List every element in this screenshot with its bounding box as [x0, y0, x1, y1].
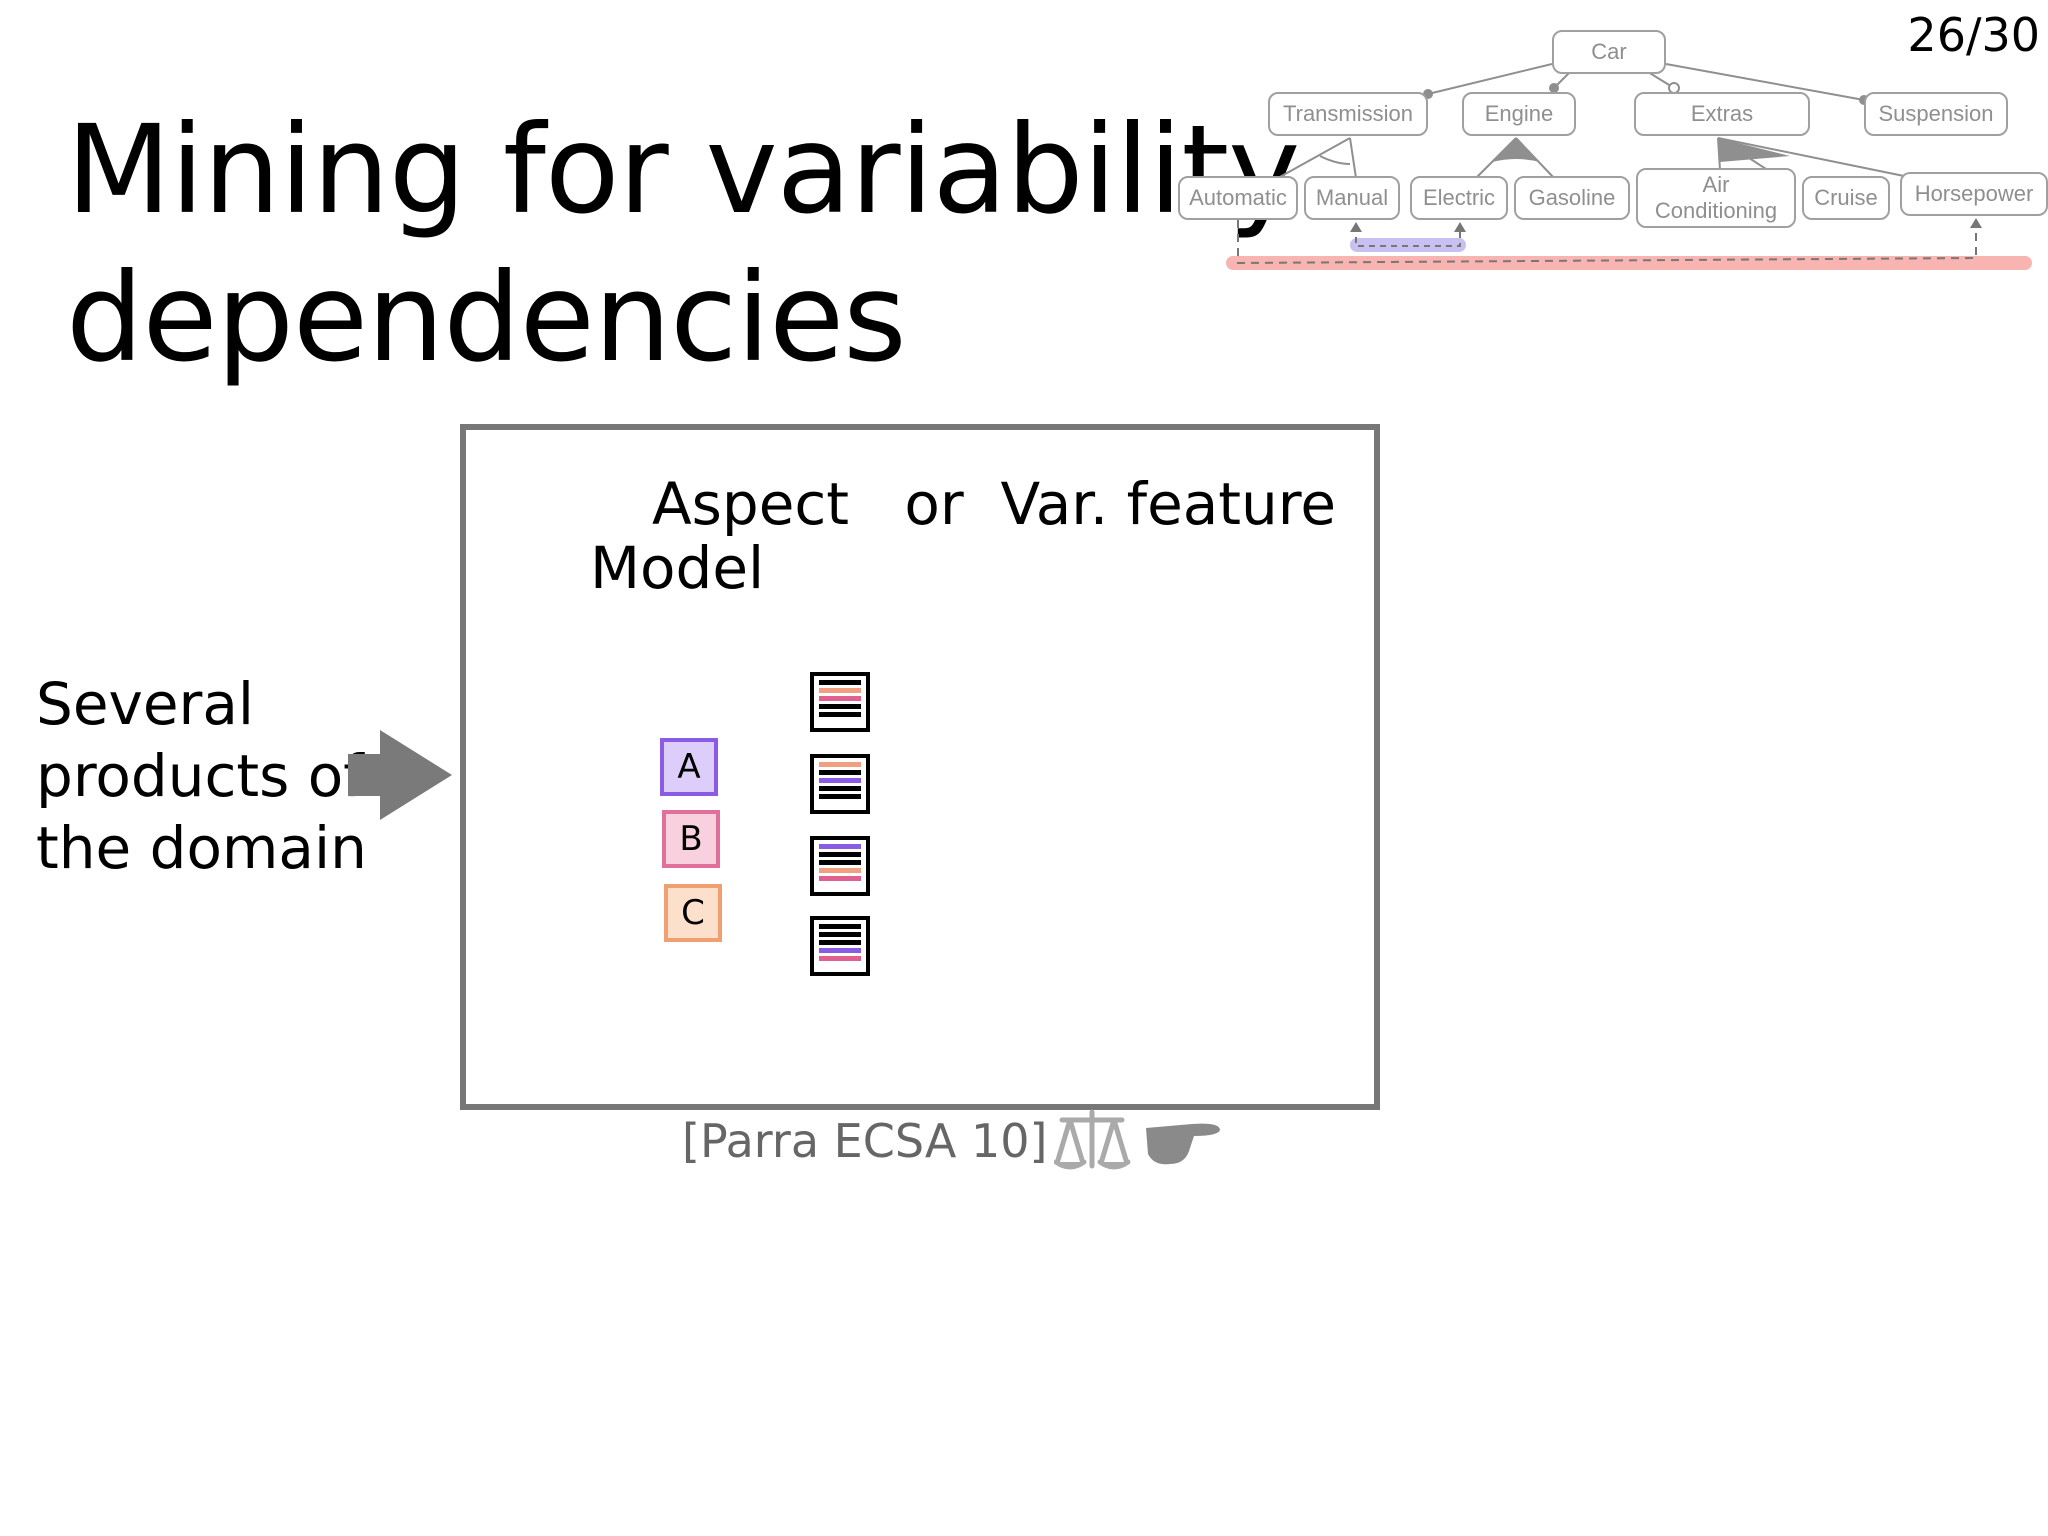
document-3-stripe-4	[819, 868, 861, 873]
excludes-constraint-line	[1237, 220, 1977, 265]
fm-node-horsepower: Horsepower	[1900, 172, 2048, 216]
document-1-stripe-3	[819, 696, 861, 701]
footer-icons	[1054, 1109, 1220, 1170]
slide-title: Mining for variability dependencies	[66, 96, 1300, 392]
requires-arrowhead-left	[1350, 222, 1362, 232]
mining-frame	[460, 424, 1380, 1110]
document-4-stripe-1	[819, 924, 861, 929]
alternative-arc	[1319, 155, 1351, 165]
edge-extras-horsepower	[1717, 137, 1905, 177]
document-4-stripe-4	[819, 948, 861, 953]
right-arrow-icon	[348, 730, 452, 820]
excludes-arrowhead	[1970, 218, 1982, 228]
side-caption-line-2: products of	[36, 742, 364, 810]
product-b: B	[662, 810, 720, 868]
document-4-stripe-5	[819, 956, 861, 961]
fm-node-electric: Electric	[1410, 176, 1508, 220]
edge-transmission-manual	[1349, 137, 1357, 179]
product-a-label: A	[677, 747, 701, 787]
title-line-2: dependencies	[66, 247, 907, 389]
fm-node-engine: Engine	[1462, 92, 1576, 136]
or-group-extras	[1718, 138, 1790, 162]
fm-node-cruise: Cruise	[1802, 176, 1890, 220]
edge-car-suspension	[1665, 63, 1865, 101]
document-1-stripe-1	[819, 680, 861, 685]
document-2-stripe-4	[819, 786, 861, 791]
scale-icon	[1054, 1109, 1131, 1170]
product-c-label: C	[681, 893, 705, 933]
side-caption-line-3: the domain	[36, 814, 367, 882]
citation: [Parra ECSA 10]	[682, 1114, 1048, 1168]
document-2-stripe-1	[819, 762, 861, 767]
document-3-stripe-1	[819, 844, 861, 849]
product-a: A	[660, 738, 718, 796]
document-2-stripe-2	[819, 770, 861, 775]
document-1-stripe-4	[819, 704, 861, 709]
document-4-stripe-2	[819, 932, 861, 937]
feature-model-diagram: Car Transmission Engine Extras Suspensio…	[1170, 20, 2048, 290]
edge-extras-aircon	[1717, 137, 1721, 171]
document-2-stripe-5	[819, 794, 861, 799]
requires-arrowhead-right	[1454, 222, 1466, 232]
mandatory-engine	[1549, 83, 1559, 93]
title-line-1: Mining for variability	[66, 99, 1300, 241]
product-document-1	[810, 672, 870, 732]
fm-node-transmission: Transmission	[1268, 92, 1428, 136]
document-3-stripe-2	[819, 852, 861, 857]
document-3-stripe-3	[819, 860, 861, 865]
document-1-stripe-5	[819, 712, 861, 717]
document-3-stripe-5	[819, 876, 861, 881]
product-c: C	[664, 884, 722, 942]
frame-subheading: Model	[590, 534, 765, 602]
side-caption-line-1: Several	[36, 670, 255, 738]
slide-number: 26/30	[1907, 8, 2040, 62]
document-1-stripe-2	[819, 688, 861, 693]
product-b-label: B	[679, 819, 703, 859]
side-caption: Several products of the domain	[36, 668, 367, 884]
product-document-2	[810, 754, 870, 814]
product-document-4	[810, 916, 870, 976]
document-2-stripe-3	[819, 778, 861, 783]
fm-node-suspension: Suspension	[1864, 92, 2008, 136]
edge-car-transmission	[1427, 63, 1553, 95]
or-group-engine	[1492, 138, 1540, 162]
product-document-3	[810, 836, 870, 896]
aircon-line-2: Conditioning	[1654, 198, 1778, 223]
frame-heading: Aspect or Var. feature	[652, 470, 1337, 538]
requires-constraint-line	[1355, 226, 1461, 247]
edge-transmission-automatic	[1277, 137, 1351, 179]
fm-node-automatic: Automatic	[1178, 176, 1298, 220]
aircon-line-1: Air	[1702, 172, 1730, 197]
fm-node-manual: Manual	[1304, 176, 1400, 220]
fm-node-air-conditioning: Air Conditioning	[1636, 168, 1796, 228]
document-4-stripe-3	[819, 940, 861, 945]
fm-node-gasoline: Gasoline	[1514, 176, 1630, 220]
fm-node-car: Car	[1552, 30, 1666, 74]
pointing-hand-icon	[1146, 1123, 1220, 1165]
fm-node-extras: Extras	[1634, 92, 1810, 136]
